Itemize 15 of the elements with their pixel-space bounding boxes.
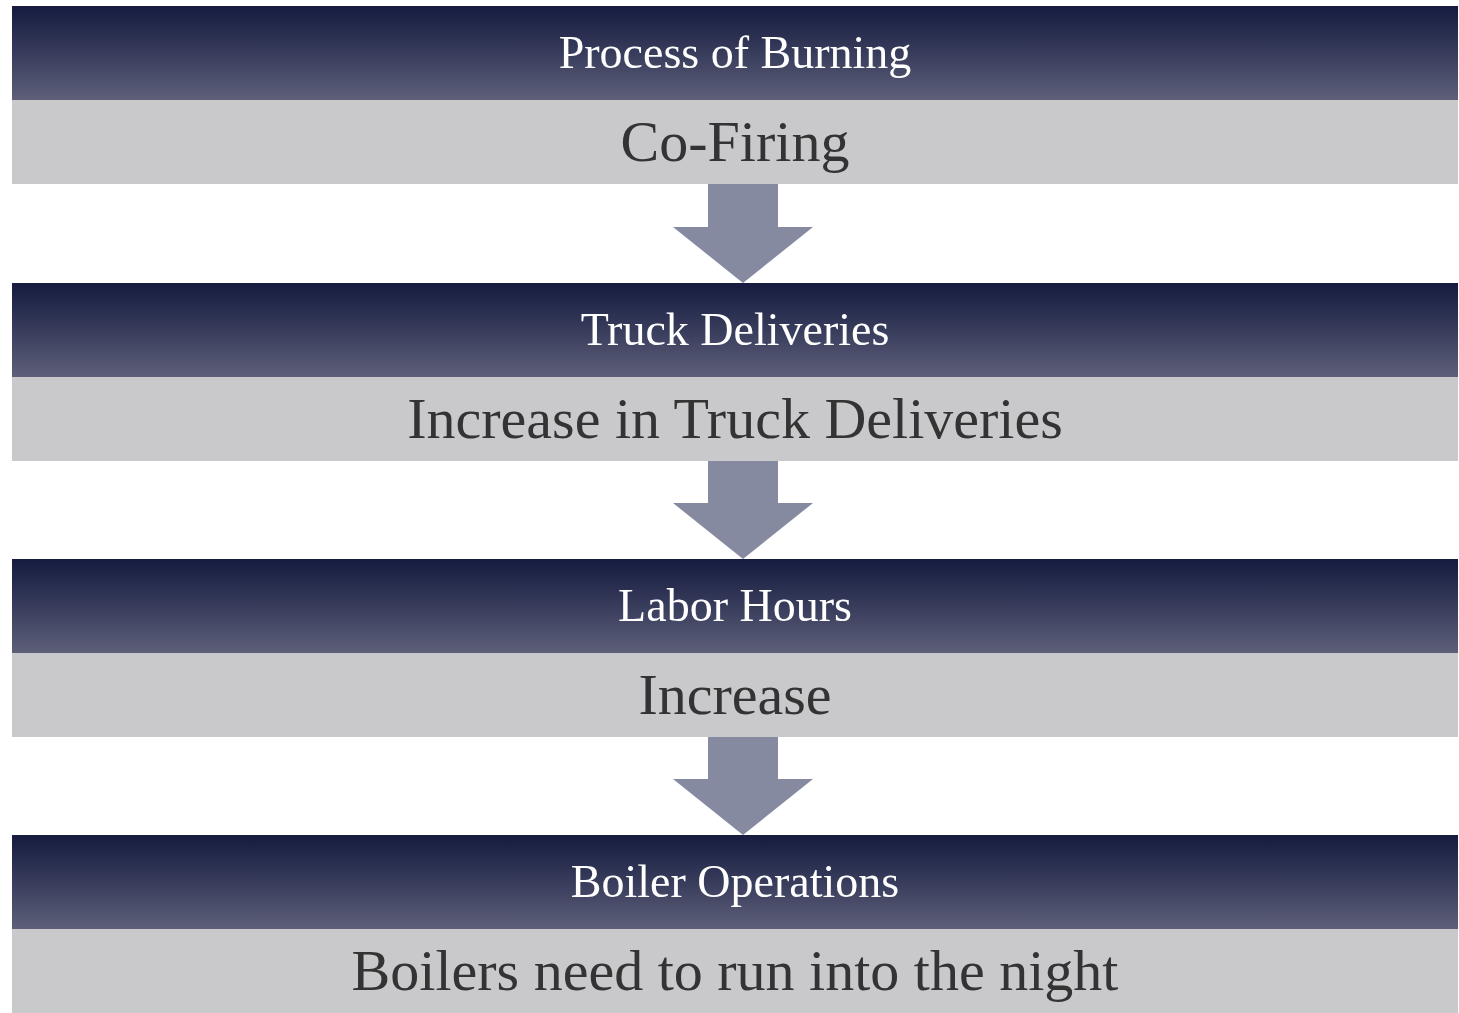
block-arrow: [673, 184, 813, 283]
band-text: Co-Firing: [620, 113, 850, 171]
process-band: [12, 283, 1458, 461]
block-arrow: [673, 461, 813, 559]
band-heading: Process of Burning: [558, 30, 912, 76]
band-heading: Truck Deliveries: [580, 307, 890, 353]
process-band: [12, 559, 1458, 737]
block-arrow: [673, 737, 813, 835]
band-text: Increase: [638, 666, 832, 724]
process-band: [12, 835, 1458, 1013]
band-text: Boilers need to run into the night: [351, 942, 1119, 1000]
process-band: [12, 6, 1458, 184]
band-heading: Labor Hours: [618, 583, 852, 629]
band-heading: Boiler Operations: [570, 859, 900, 905]
band-text: Increase in Truck Deliveries: [407, 390, 1063, 448]
